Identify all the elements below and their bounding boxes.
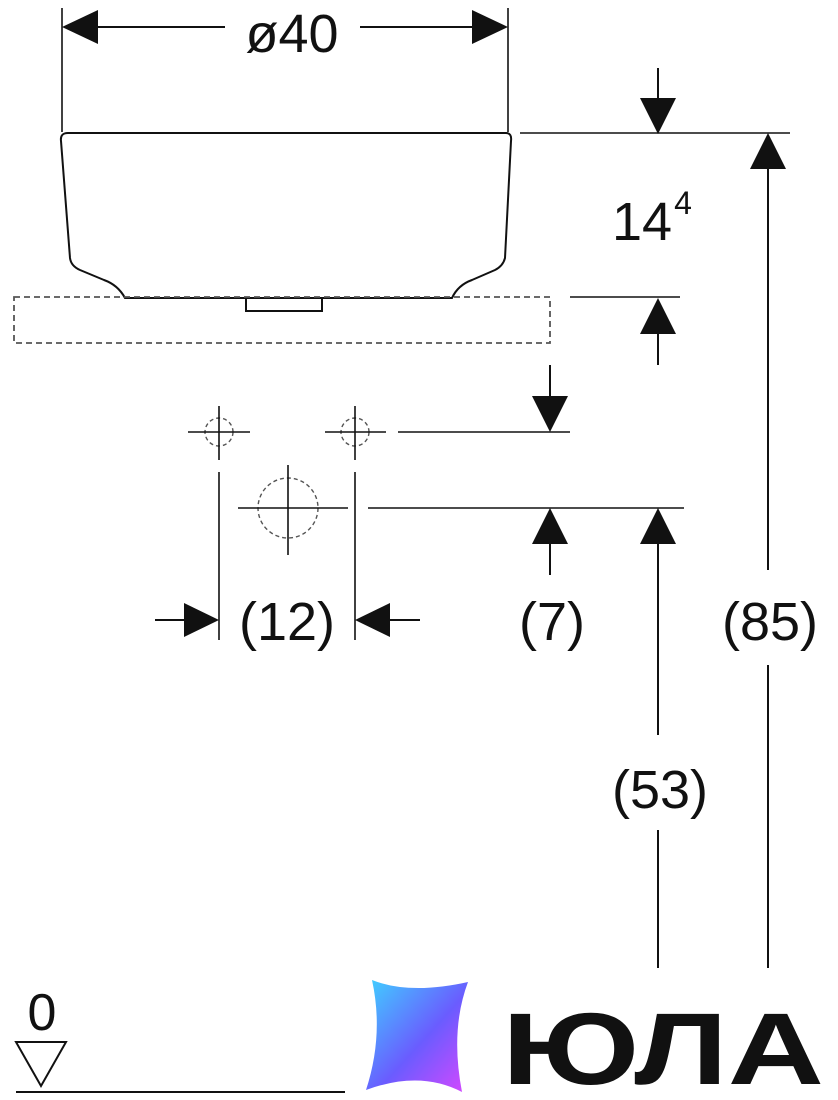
total-height-label: (85) — [722, 592, 818, 652]
floor-level-marker: 0 — [14, 984, 345, 1093]
bowl-height-dimension: 144 — [520, 68, 790, 365]
brand-logo-mark — [366, 980, 468, 1092]
drain-hole — [238, 465, 348, 555]
drain-to-taps-dimension: (7) — [519, 365, 585, 652]
countertop-hidden — [13, 296, 551, 344]
tap-hole-right — [325, 406, 386, 460]
drain-height-dimension: (53) — [612, 508, 708, 968]
brand-logo: ЮЛА — [366, 980, 824, 1100]
tap-hole-left — [188, 406, 250, 460]
drain-outlet — [245, 297, 323, 312]
total-height-dimension: (85) — [722, 133, 818, 968]
tap-spacing-dimension: (12) — [155, 472, 420, 652]
drain-height-label: (53) — [612, 760, 708, 820]
drain-to-taps-label: (7) — [519, 592, 585, 652]
basin-outline — [59, 132, 513, 312]
bowl-height-label: 144 — [612, 185, 692, 252]
tap-spacing-label: (12) — [239, 592, 335, 652]
diameter-label: ø40 — [245, 4, 338, 64]
diameter-dimension: ø40 — [61, 4, 509, 132]
floor-level-label: 0 — [28, 984, 57, 1042]
brand-wordmark: ЮЛА — [502, 992, 824, 1100]
